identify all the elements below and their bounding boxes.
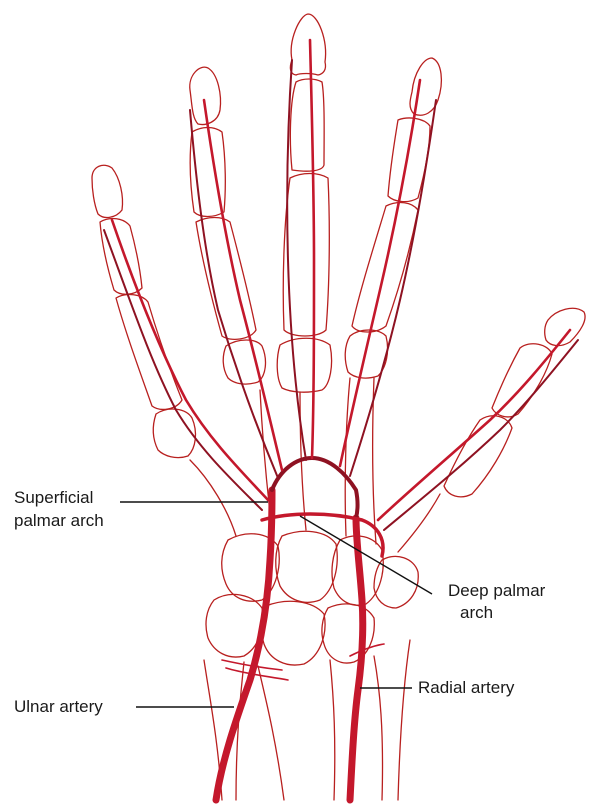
deep-palmar-arch-label-line2: arch	[460, 602, 493, 624]
digital-artery-index-2	[190, 110, 278, 478]
radial-artery	[350, 518, 363, 800]
ulnar-artery	[216, 490, 272, 800]
radial-artery-label: Radial artery	[418, 677, 514, 699]
digital-artery-index	[204, 100, 282, 470]
superficial-palmar-arch-label-line2: palmar arch	[14, 510, 104, 532]
index-finger-bones	[190, 67, 266, 384]
deep-palmar-arch-label-line1: Deep palmar	[448, 580, 545, 602]
middle-finger-bones	[277, 14, 331, 392]
deep-arch-leader	[300, 516, 432, 594]
leader-lines	[120, 502, 432, 707]
carpal-bones	[206, 531, 418, 665]
digital-artery-middle-2	[287, 60, 306, 460]
little-finger-bones	[92, 165, 195, 457]
ulnar-artery-label: Ulnar artery	[14, 696, 103, 718]
superficial-palmar-arch-label-line1: Superficial	[14, 487, 93, 509]
metacarpal-bones	[190, 378, 440, 552]
digital-artery-middle	[310, 40, 314, 458]
digital-artery-ring	[340, 80, 420, 466]
digital-artery-thumb-2	[384, 340, 578, 530]
deep-palmar-arch	[262, 514, 383, 556]
